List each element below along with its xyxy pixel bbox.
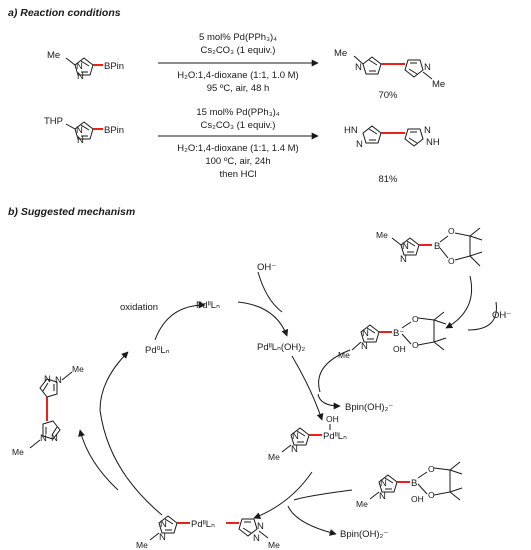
boronate-entry-curve-2 (293, 489, 353, 501)
pd-ii-oh2: PdᴵᴵLₙ(OH)₂ (257, 342, 305, 353)
byproduct-1: Bpin(OH)₂⁻ (345, 402, 393, 413)
svg-text:N: N (292, 431, 299, 442)
svg-text:Me: Me (72, 364, 84, 374)
r1-bpin-label: BPin (104, 61, 124, 72)
borate-entry-curve (318, 349, 351, 393)
svg-text:N: N (40, 433, 47, 444)
svg-text:O: O (412, 340, 419, 350)
section-a-heading: a) Reaction conditions (8, 7, 121, 19)
svg-text:Me: Me (136, 540, 148, 550)
r2-catalyst: 15 mol% Pd(PPh₃)₄ (196, 107, 279, 118)
r2-bpin-label: BPin (104, 125, 124, 136)
r1-product: N N Me Me (334, 48, 445, 90)
r2-product: HN N N NH (344, 125, 440, 150)
svg-text:N: N (380, 478, 387, 489)
r2-product-n-left: N (356, 139, 363, 150)
pd-ii-ln: PdᴵᴵLₙ (196, 300, 220, 311)
r2-thp-label: THP (44, 116, 63, 127)
section-b-heading: b) Suggested mechanism (8, 206, 135, 218)
aryl-pd-hydroxide: N N Me PdᴵᴵLₙ OH (268, 414, 347, 462)
hydroxide-entry-curve (257, 271, 283, 313)
pd-0-ln: Pd⁰Lₙ (145, 345, 170, 356)
svg-text:O: O (428, 464, 435, 474)
r1-product-me-left: Me (334, 48, 347, 59)
svg-text:N: N (253, 533, 260, 544)
transmetalation-arrow-1 (291, 355, 324, 421)
svg-text:PdᴵᴵLₙ: PdᴵᴵLₙ (323, 431, 347, 442)
svg-text:B: B (434, 241, 440, 252)
activated-borate: N N Me B⁻ OH O O (338, 311, 447, 360)
svg-text:Me: Me (268, 452, 280, 462)
svg-text:O: O (448, 226, 455, 236)
svg-text:N: N (55, 375, 62, 386)
svg-text:N: N (361, 341, 368, 352)
r2-workup: then HCl (220, 169, 257, 180)
hydroxide-top: OH⁻ (257, 262, 276, 273)
svg-text:O: O (428, 490, 435, 500)
r1-yield: 70% (378, 90, 398, 101)
svg-text:B: B (411, 478, 417, 489)
r1-temperature: 95 ºC, air, 48 h (207, 83, 270, 94)
r1-product-n-left: N (355, 62, 362, 73)
r2-solvent: H₂O:1,4-dioxane (1:1, 1.4 M) (177, 143, 298, 154)
r2-product-hn: HN (344, 125, 358, 136)
svg-text:N: N (51, 433, 58, 444)
svg-text:N: N (160, 519, 167, 530)
r2-temperature: 100 ºC, air, 24h (205, 156, 270, 167)
product-release-arrow (78, 429, 119, 491)
r2-ring-n1: N (76, 125, 83, 136)
svg-text:Me: Me (12, 447, 24, 457)
svg-text:OH: OH (411, 494, 424, 504)
svg-text:OH: OH (393, 344, 406, 354)
svg-text:OH: OH (326, 414, 339, 424)
svg-text:N: N (379, 491, 386, 502)
r2-product-n-right: N (424, 125, 431, 136)
svg-text:Me: Me (356, 499, 368, 509)
r1-product-n-right: N (424, 62, 431, 73)
oxidation-label: oxidation (120, 302, 158, 313)
svg-text:Me: Me (376, 230, 388, 240)
svg-text:Me: Me (268, 540, 280, 550)
svg-text:N: N (400, 254, 407, 265)
byproduct-2: Bpin(OH)₂⁻ (340, 529, 388, 540)
byproduct-arrow-1 (317, 393, 341, 410)
svg-text:O: O (412, 314, 419, 324)
r2-reactant: N N THP BPin (44, 116, 124, 146)
r1-methyl-label: Me (47, 50, 60, 61)
svg-text:N: N (44, 374, 51, 385)
svg-text:O: O (448, 256, 455, 266)
r1-catalyst: 5 mol% Pd(PPh₃)₄ (199, 32, 277, 43)
hydroxide-join-curve (467, 301, 497, 331)
transmetalation-arrow-2 (253, 471, 313, 519)
svg-text:N: N (257, 521, 264, 532)
r2-base: Cs₂CO₃ (1 equiv.) (201, 120, 276, 131)
boronate-second: N N Me B OH O O (356, 461, 463, 509)
r1-ring-n2: N (77, 71, 84, 82)
svg-text:N: N (291, 444, 298, 455)
r1-ring-n1: N (76, 61, 83, 72)
svg-text:N: N (362, 328, 369, 339)
r2-yield: 81% (378, 174, 398, 185)
r1-reactant: N N Me BPin (47, 50, 124, 82)
boronate-ester-top: N N Me B O O (376, 226, 483, 267)
r1-solvent: H₂O:1,4-dioxane (1:1, 1.0 M) (177, 70, 298, 81)
svg-text:N: N (159, 532, 166, 543)
svg-text:N: N (402, 241, 409, 252)
svg-text:B⁻: B⁻ (393, 328, 404, 339)
bipyrazole-product: N N Me N N Me (12, 364, 84, 457)
oxidation-arrow (154, 301, 206, 341)
reductive-elimination-arrow (99, 351, 163, 516)
diaryl-pd: N N Me PdᴵᴵLₙ N N Me (136, 515, 280, 550)
boronate-activation-arrow (445, 275, 473, 329)
r2-product-nh: NH (426, 137, 440, 148)
r1-product-me-right: Me (432, 79, 445, 90)
hydroxide-right: OH⁻ (492, 310, 511, 321)
svg-text:Me: Me (338, 350, 350, 360)
svg-text:PdᴵᴵLₙ: PdᴵᴵLₙ (191, 519, 215, 530)
hydroxide-addition-arrow (237, 301, 289, 337)
r1-base: Cs₂CO₃ (1 equiv.) (201, 45, 276, 56)
byproduct-arrow-2 (287, 505, 337, 536)
r2-ring-n2: N (77, 135, 84, 146)
